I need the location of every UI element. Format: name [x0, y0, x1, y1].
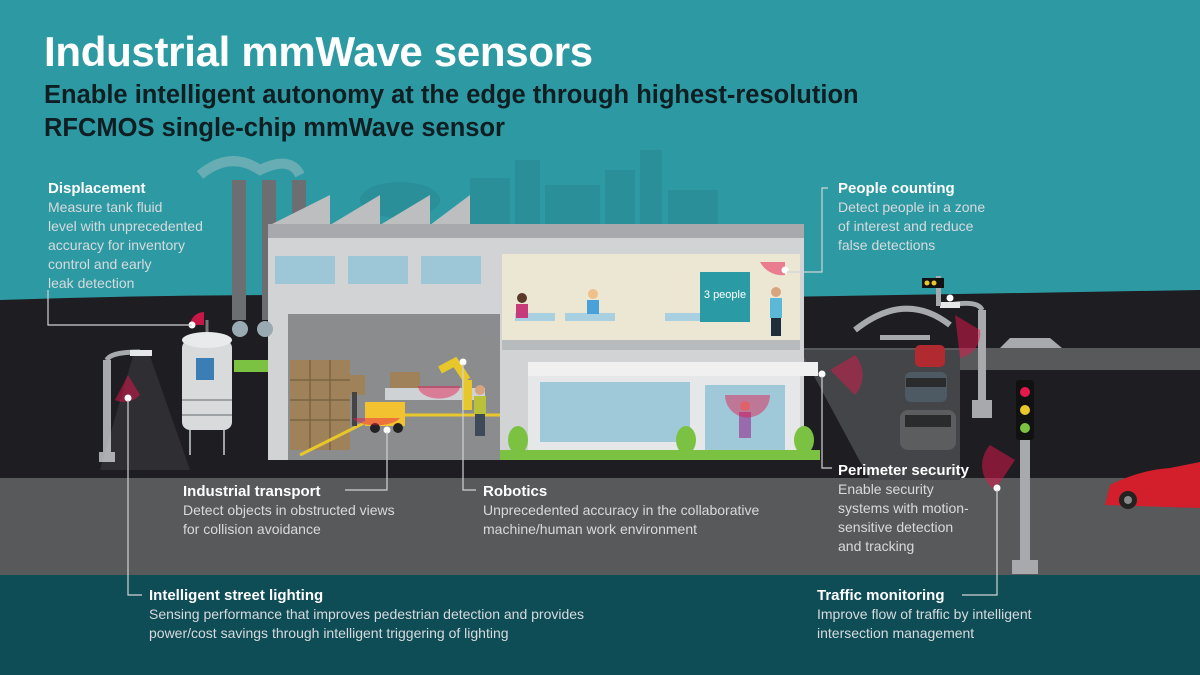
office-desks: [515, 313, 705, 321]
factory-windows: [275, 256, 481, 284]
callout-title: Perimeter security: [838, 462, 969, 479]
callout-intelligent-street-lighting: Intelligent street lighting Sensing perf…: [149, 586, 669, 643]
people-count-display: [700, 272, 750, 322]
callout-title: Intelligent street lighting: [149, 587, 324, 604]
callout-title: Displacement: [48, 180, 146, 197]
red-sports-car: [1105, 462, 1200, 509]
callout-title: Industrial transport: [183, 483, 321, 500]
footer-band: [0, 575, 1200, 675]
pipes: [232, 321, 273, 337]
storefront-windows: [540, 382, 785, 460]
callout-industrial-transport: Industrial transport Detect objects in o…: [183, 482, 463, 539]
conveyor: [385, 388, 485, 400]
storage-tank: [182, 320, 232, 455]
callout-traffic-monitoring: Traffic monitoring Improve flow of traff…: [817, 586, 1097, 643]
callout-people-counting: People counting Detect people in a zone …: [838, 179, 1038, 255]
callout-displacement: Displacement Measure tank fluid level wi…: [48, 179, 248, 293]
office-workers: [516, 287, 782, 336]
leader-lines: [47, 187, 998, 596]
forklift: [352, 392, 405, 433]
callout-title: People counting: [838, 180, 955, 197]
office-area: [502, 254, 800, 348]
callout-description: Detect objects in obstructed views for c…: [183, 502, 395, 537]
road: [0, 478, 1200, 576]
traffic-light-pole: [1012, 380, 1038, 574]
callout-description: Improve flow of traffic by intelligent i…: [817, 606, 1032, 641]
callout-description: Detect people in a zone of interest and …: [838, 199, 986, 253]
traffic-light-top: [922, 276, 944, 306]
page-subtitle: Enable intelligent autonomy at the edge …: [44, 81, 859, 142]
page-title: Industrial mmWave sensors: [44, 28, 593, 75]
door-visitor: [739, 412, 751, 438]
sensor-signals: [115, 262, 1015, 490]
callout-description: Sensing performance that improves pedest…: [149, 606, 585, 641]
security-gate: [853, 305, 952, 333]
car-queue: [900, 345, 956, 450]
bushes: [234, 360, 820, 460]
street-lamp-left: [99, 349, 190, 470]
people-count-label: 3 people: [703, 289, 747, 301]
car-background: [1000, 338, 1062, 348]
callout-description: Measure tank fluid level with unpreceden…: [48, 199, 203, 291]
callout-perimeter-security: Perimeter security Enable security syste…: [838, 461, 1008, 556]
callout-robotics: Robotics Unprecedented accuracy in the c…: [483, 482, 813, 539]
street-lamp-right: [940, 300, 992, 418]
callout-title: Robotics: [483, 483, 548, 500]
callout-description: Unprecedented accuracy in the collaborat…: [483, 502, 760, 537]
worker: [474, 385, 486, 436]
callout-description: Enable security systems with motion- sen…: [838, 481, 969, 554]
callout-title: Traffic monitoring: [817, 587, 945, 604]
roof-sawtooth: [270, 195, 470, 225]
